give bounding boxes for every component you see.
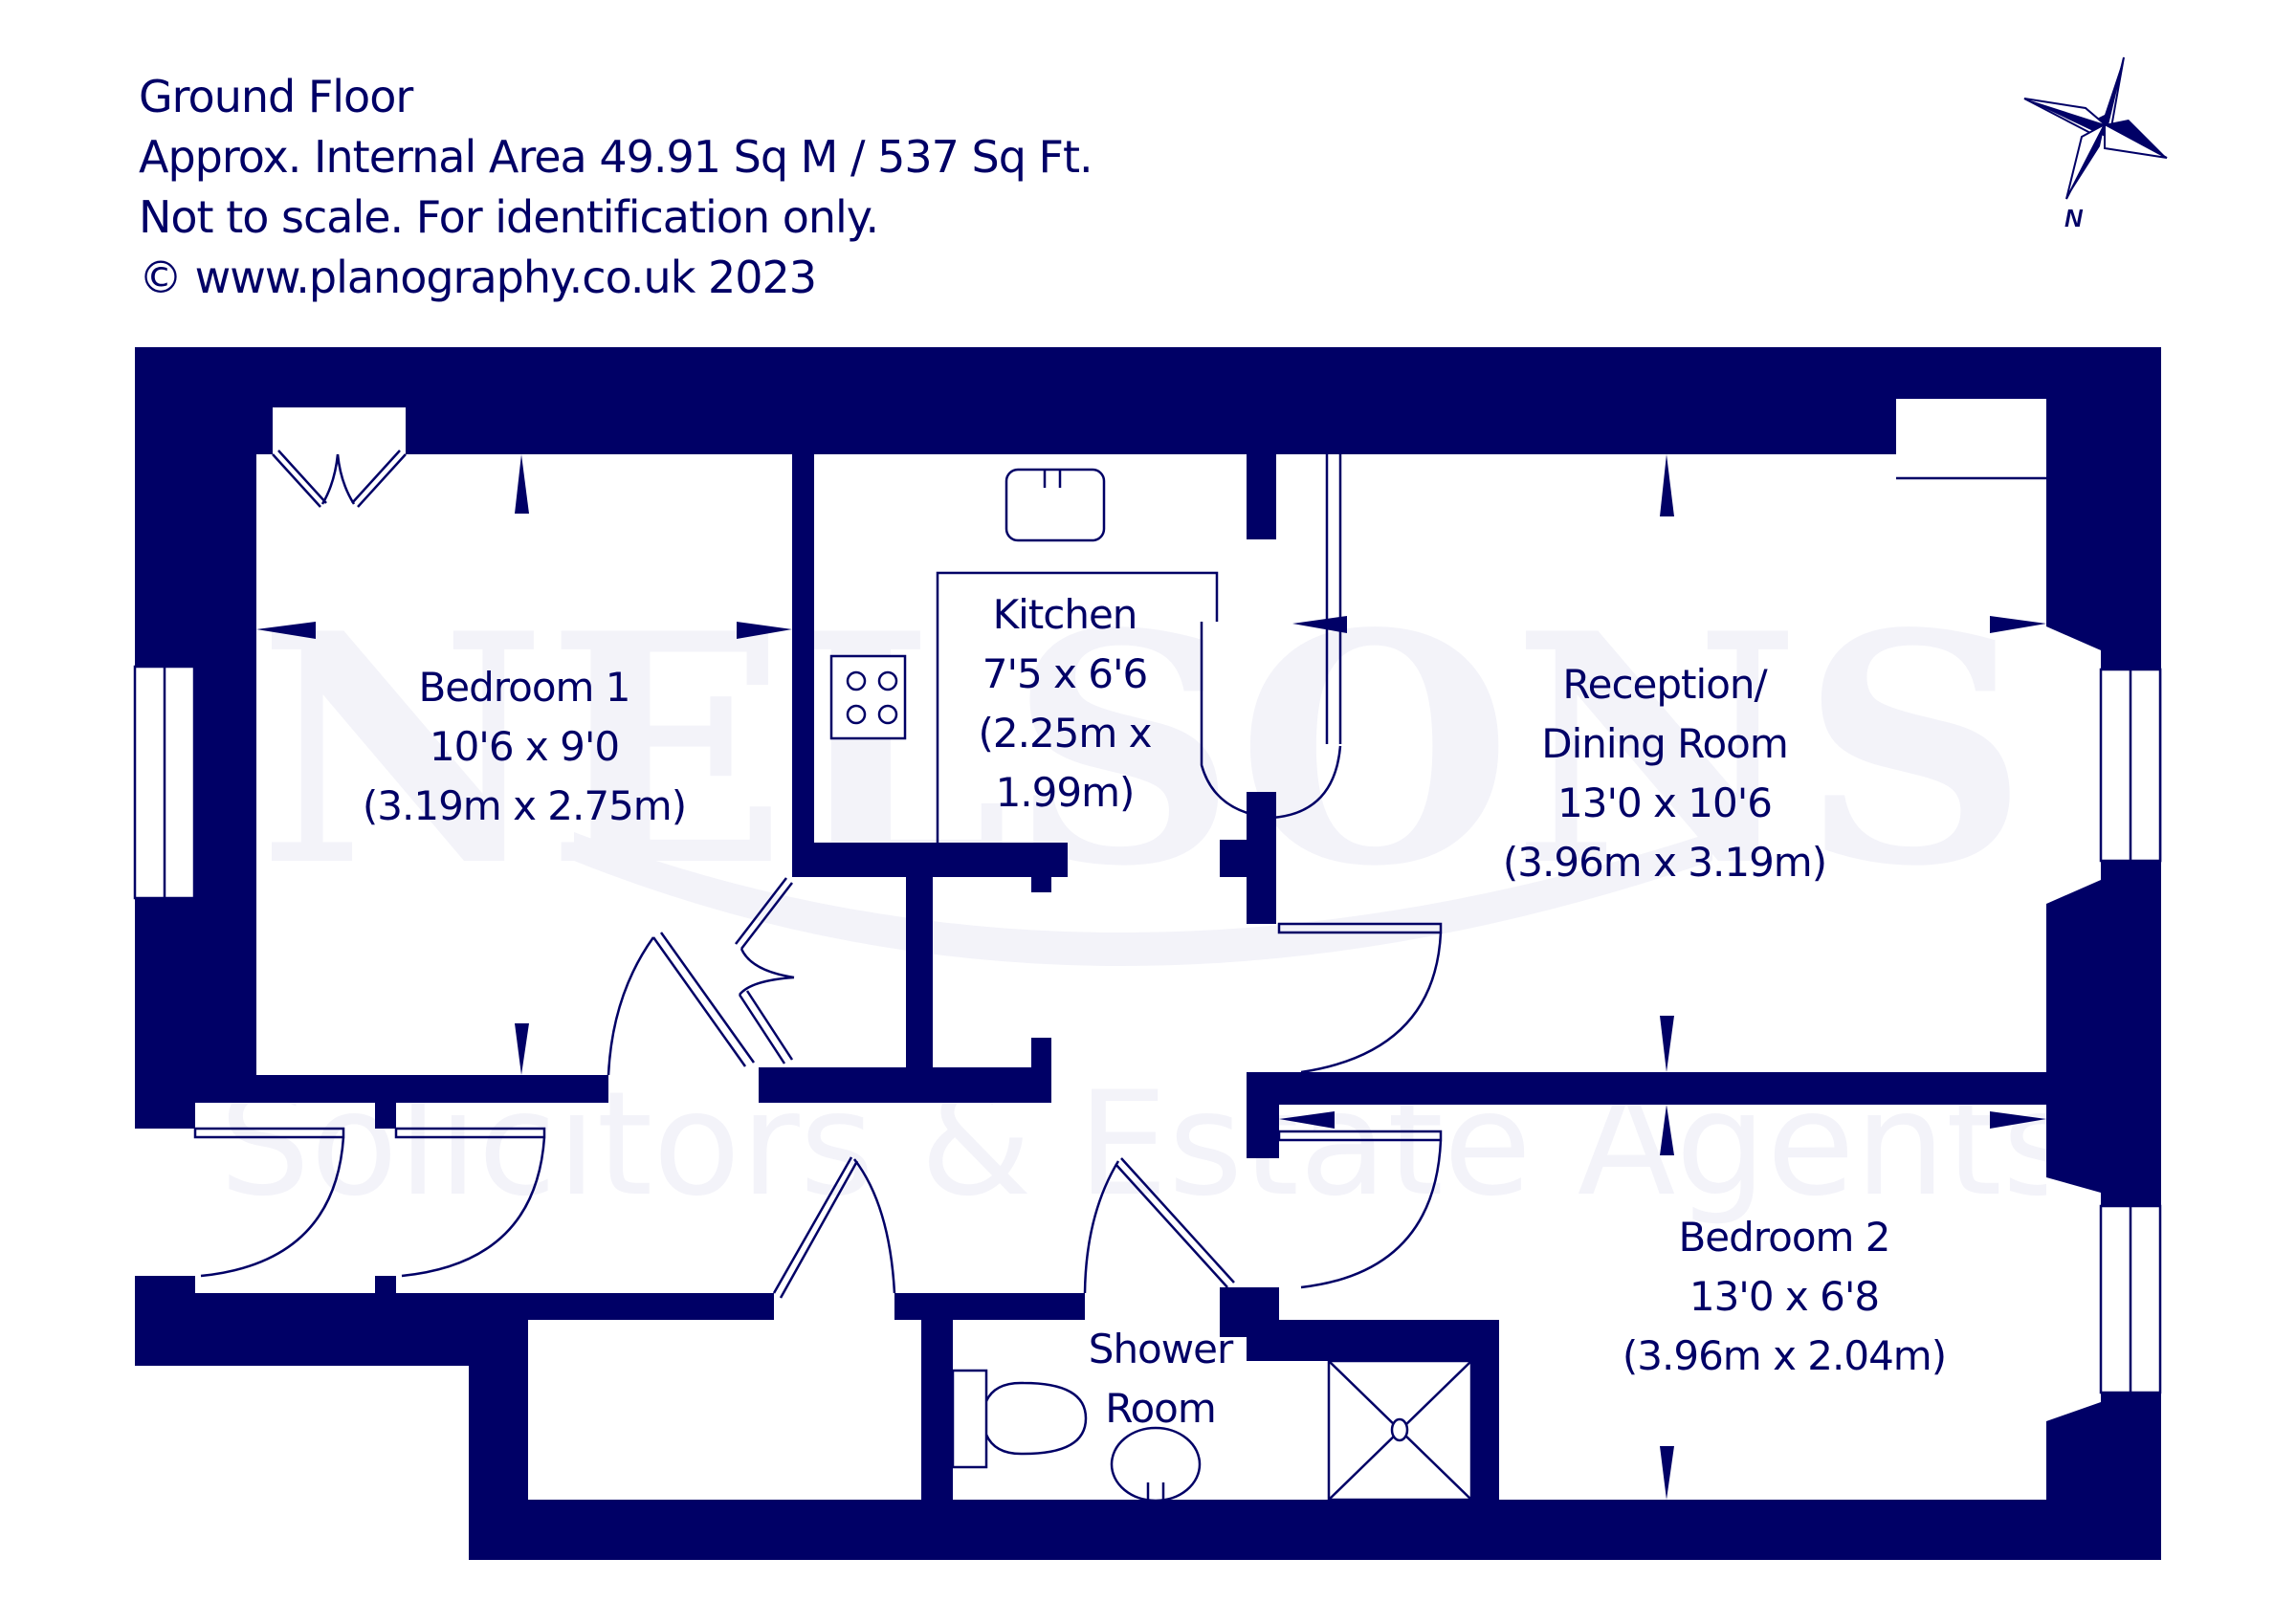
room-bedroom-2: Bedroom 2 13'0 x 6'8 (3.96m x 2.04m) <box>1623 1214 1947 1379</box>
north-compass-icon: N <box>2023 56 2168 232</box>
room-shower: Shower Room <box>1089 1326 1235 1432</box>
reception-recess <box>1896 399 2046 478</box>
room-name: Kitchen <box>993 591 1137 638</box>
room-imperial: 10'6 x 9'0 <box>430 723 619 770</box>
copyright-text: © www.planography.co.uk 2023 <box>139 252 817 303</box>
bed2-window <box>2046 1177 2162 1421</box>
kitchen-sink-icon <box>1004 468 1106 542</box>
room-bedroom-1: Bedroom 1 10'6 x 9'0 (3.19m x 2.75m) <box>363 664 687 829</box>
room-imperial: 13'0 x 10'6 <box>1557 779 1772 826</box>
room-metric: (3.19m x 2.75m) <box>363 782 686 829</box>
room-reception-dining: Reception/ Dining Room 13'0 x 10'6 (3.96… <box>1503 661 1827 886</box>
dimension-arrows <box>256 454 2046 1500</box>
basin-icon <box>1110 1426 1202 1503</box>
shower-tray-icon <box>1327 1359 1473 1502</box>
room-imperial: 13'0 x 6'8 <box>1689 1273 1879 1320</box>
bed1-window <box>133 347 256 1075</box>
floor-title: Ground Floor <box>139 71 413 122</box>
compass-north-label: N <box>2064 204 2084 232</box>
room-name: Bedroom 1 <box>418 664 629 711</box>
doors <box>193 450 1443 1299</box>
toilet-icon <box>951 1369 1088 1469</box>
room-metric: (3.96m x 2.04m) <box>1623 1332 1946 1379</box>
area-text: Approx. Internal Area 49.91 Sq M / 537 S… <box>139 131 1093 183</box>
disclaimer-text: Not to scale. For identification only. <box>139 191 879 243</box>
room-name-1: Reception/ <box>1562 661 1768 708</box>
kitchen-worktop <box>936 571 1219 843</box>
room-metric: (3.96m x 3.19m) <box>1503 839 1826 886</box>
room-name-2: Dining Room <box>1541 720 1788 767</box>
hob-icon <box>829 654 907 740</box>
plan-header: Ground Floor Approx. Internal Area 49.91… <box>139 67 1093 308</box>
room-name-2: Room <box>1105 1385 1216 1432</box>
walls <box>135 347 2161 1560</box>
room-metric-1: (2.25m x <box>978 710 1151 757</box>
room-kitchen: Kitchen 7'5 x 6'6 (2.25m x 1.99m) <box>978 591 1152 816</box>
room-name-1: Shower <box>1089 1326 1234 1372</box>
room-imperial: 7'5 x 6'6 <box>982 650 1148 697</box>
room-metric-2: 1.99m) <box>996 769 1135 816</box>
watermark-brand: NELSONS <box>258 564 2029 935</box>
room-name: Bedroom 2 <box>1678 1214 1889 1261</box>
bed1-closet-recess <box>273 407 406 455</box>
fixtures <box>829 468 1473 1503</box>
